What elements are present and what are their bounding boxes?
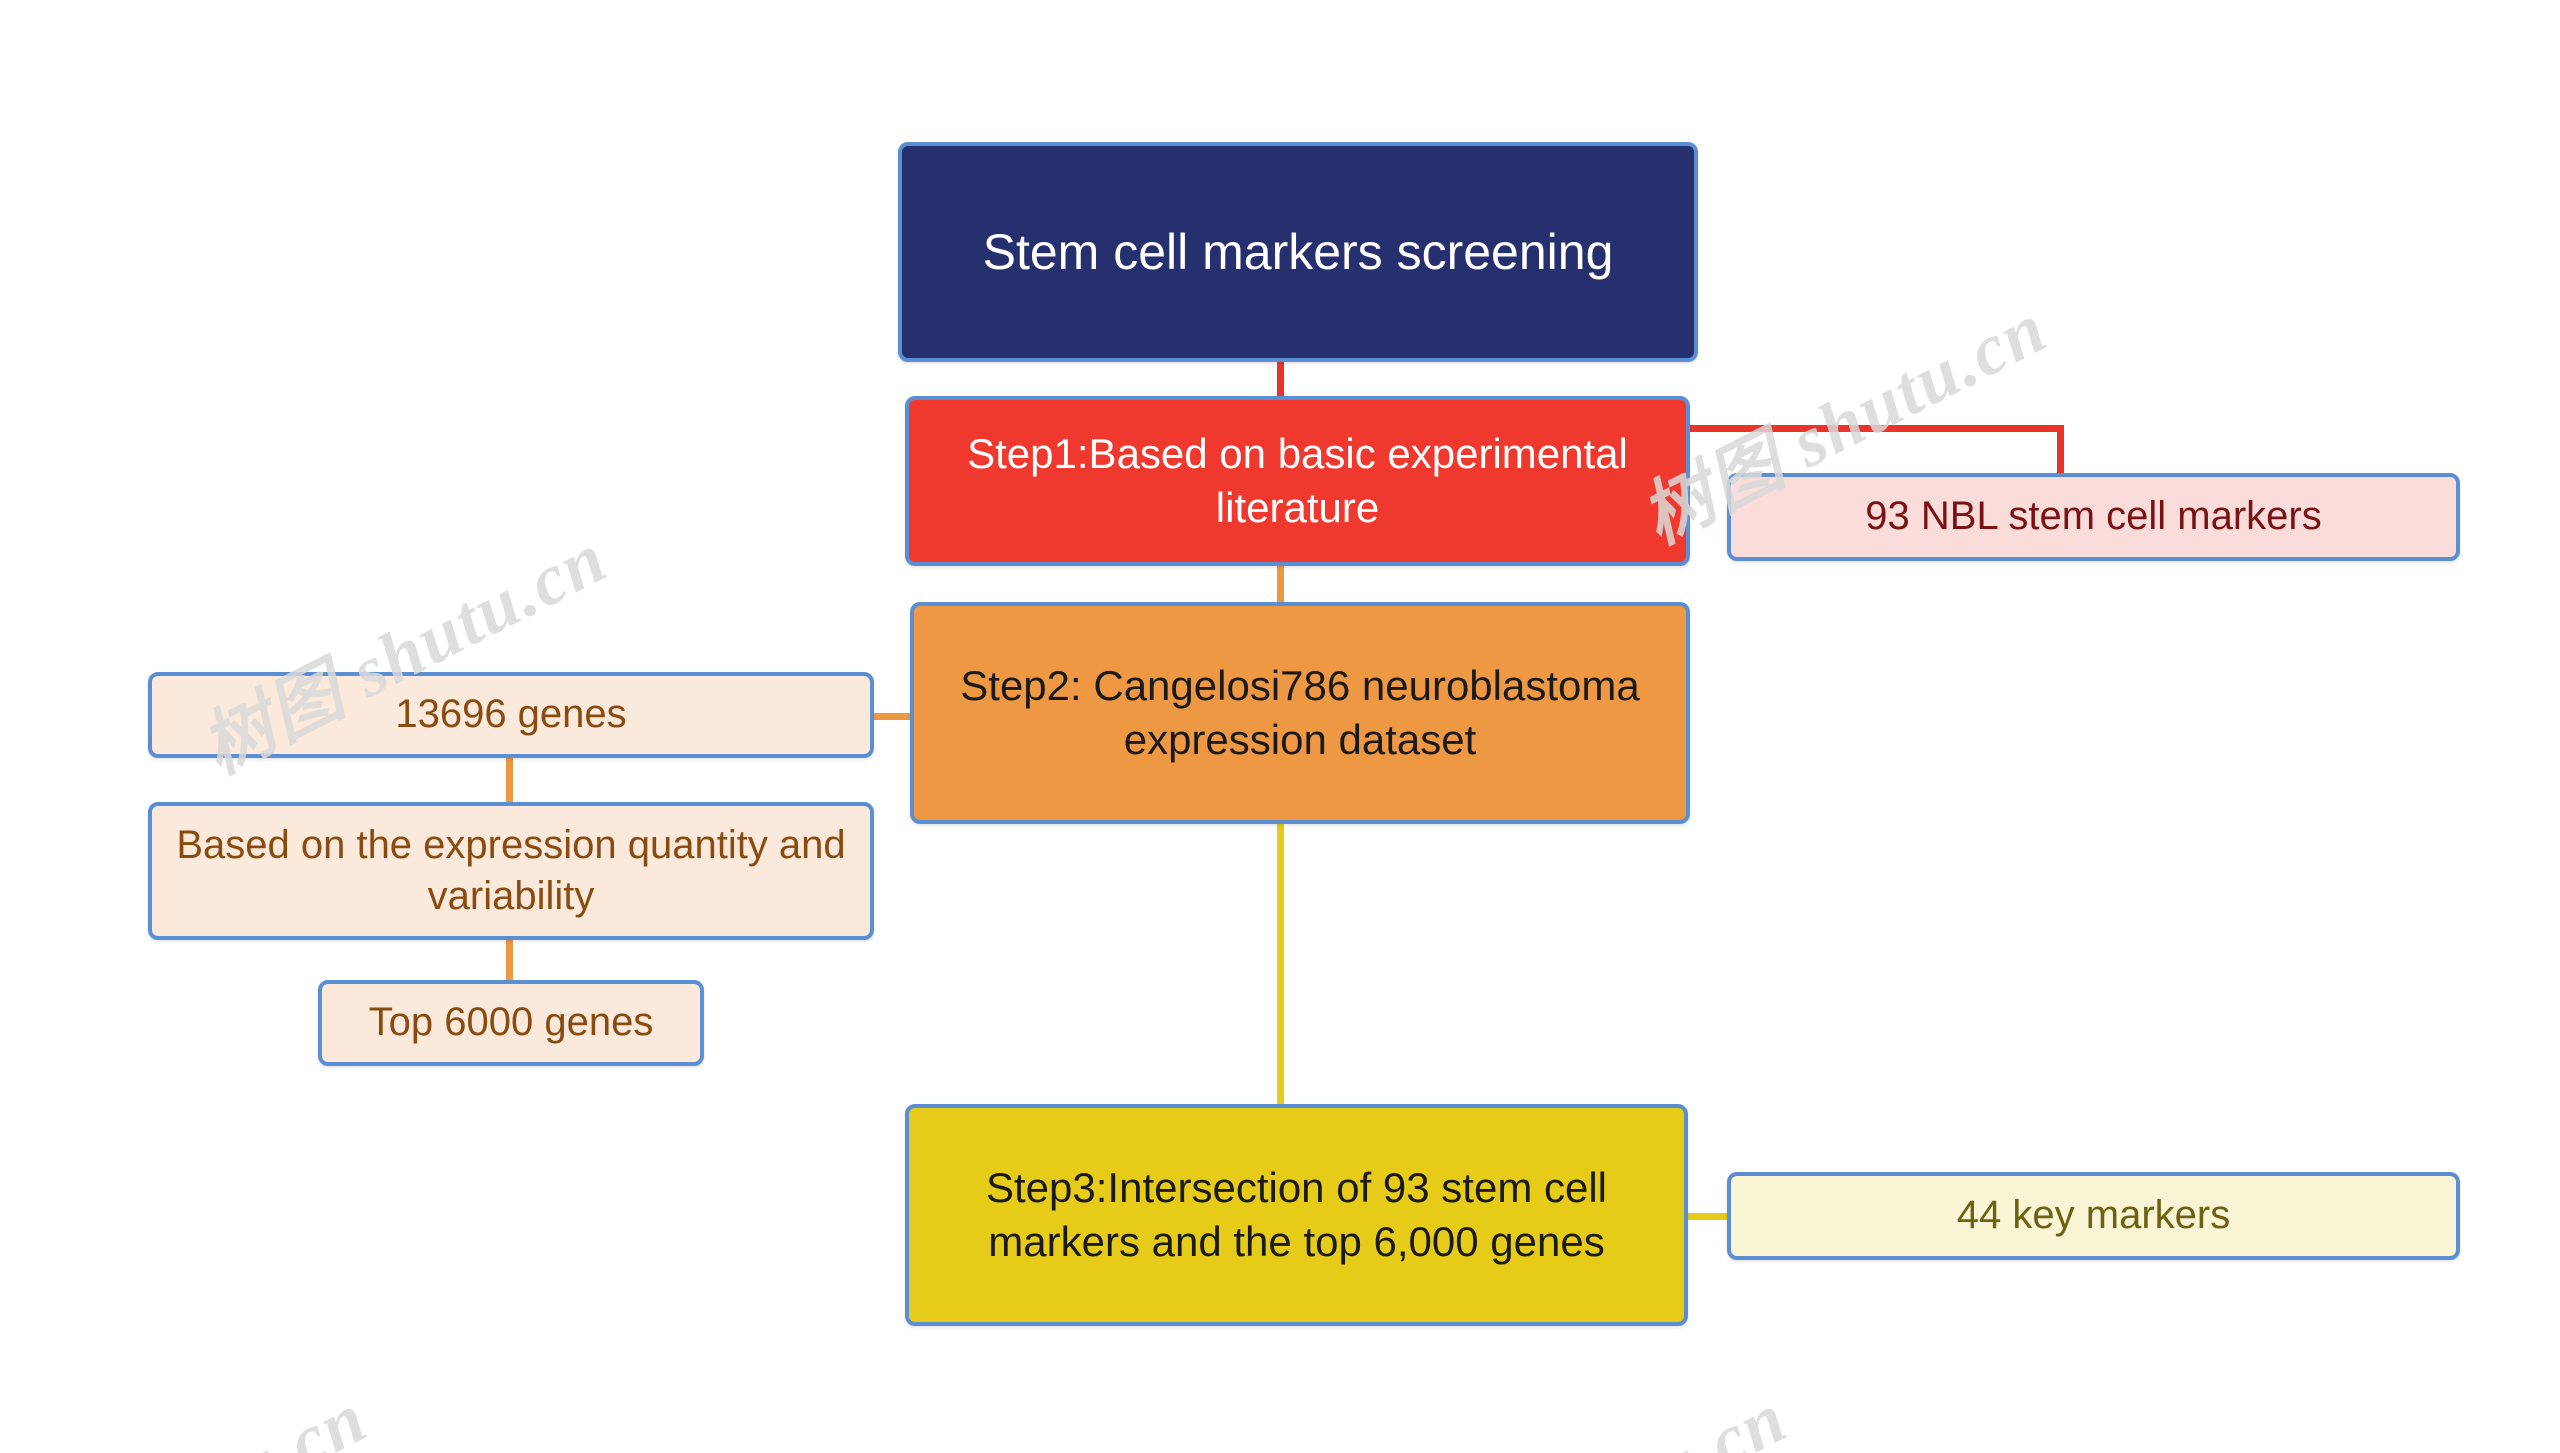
node-key-markers-label: 44 key markers [1956, 1193, 2231, 1238]
edge-step1-nbl-vertical [2057, 425, 2064, 475]
watermark: 树图 shutu.cn [0, 1359, 382, 1453]
node-step2[interactable]: Step2: Cangelosi786 neuroblastoma expres… [910, 602, 1690, 824]
node-root[interactable]: Stem cell markers screening [898, 142, 1698, 362]
node-selection-criteria-label: Based on the expression quantity and var… [176, 822, 846, 918]
node-total-genes[interactable]: 13696 genes [148, 672, 874, 758]
node-step1[interactable]: Step1:Based on basic experimental litera… [905, 396, 1690, 566]
node-top-genes[interactable]: Top 6000 genes [318, 980, 704, 1066]
edge-root-step1 [1277, 358, 1284, 400]
edge-step2-genes [866, 713, 918, 720]
watermark: 树图 shutu.cn [1360, 1359, 1802, 1453]
node-step3[interactable]: Step3:Intersection of 93 stem cell marke… [905, 1104, 1688, 1326]
node-nbl-markers[interactable]: 93 NBL stem cell markers [1727, 473, 2460, 561]
node-nbl-markers-label: 93 NBL stem cell markers [1865, 494, 2322, 539]
edge-step1-step2 [1277, 564, 1284, 606]
node-step2-label: Step2: Cangelosi786 neuroblastoma expres… [960, 662, 1640, 763]
node-key-markers[interactable]: 44 key markers [1727, 1172, 2460, 1260]
node-total-genes-label: 13696 genes [395, 692, 627, 737]
edge-genes-criteria [506, 756, 513, 804]
node-step3-label: Step3:Intersection of 93 stem cell marke… [986, 1164, 1607, 1265]
edge-step3-key44 [1684, 1213, 1734, 1220]
edge-step1-nbl-horizontal [1688, 425, 2064, 432]
node-selection-criteria[interactable]: Based on the expression quantity and var… [148, 802, 874, 940]
node-root-label: Stem cell markers screening [982, 224, 1614, 280]
node-top-genes-label: Top 6000 genes [368, 1000, 654, 1045]
edge-step2-step3 [1277, 820, 1284, 1106]
node-step1-label: Step1:Based on basic experimental litera… [967, 430, 1628, 531]
edge-criteria-top6000 [506, 938, 513, 982]
